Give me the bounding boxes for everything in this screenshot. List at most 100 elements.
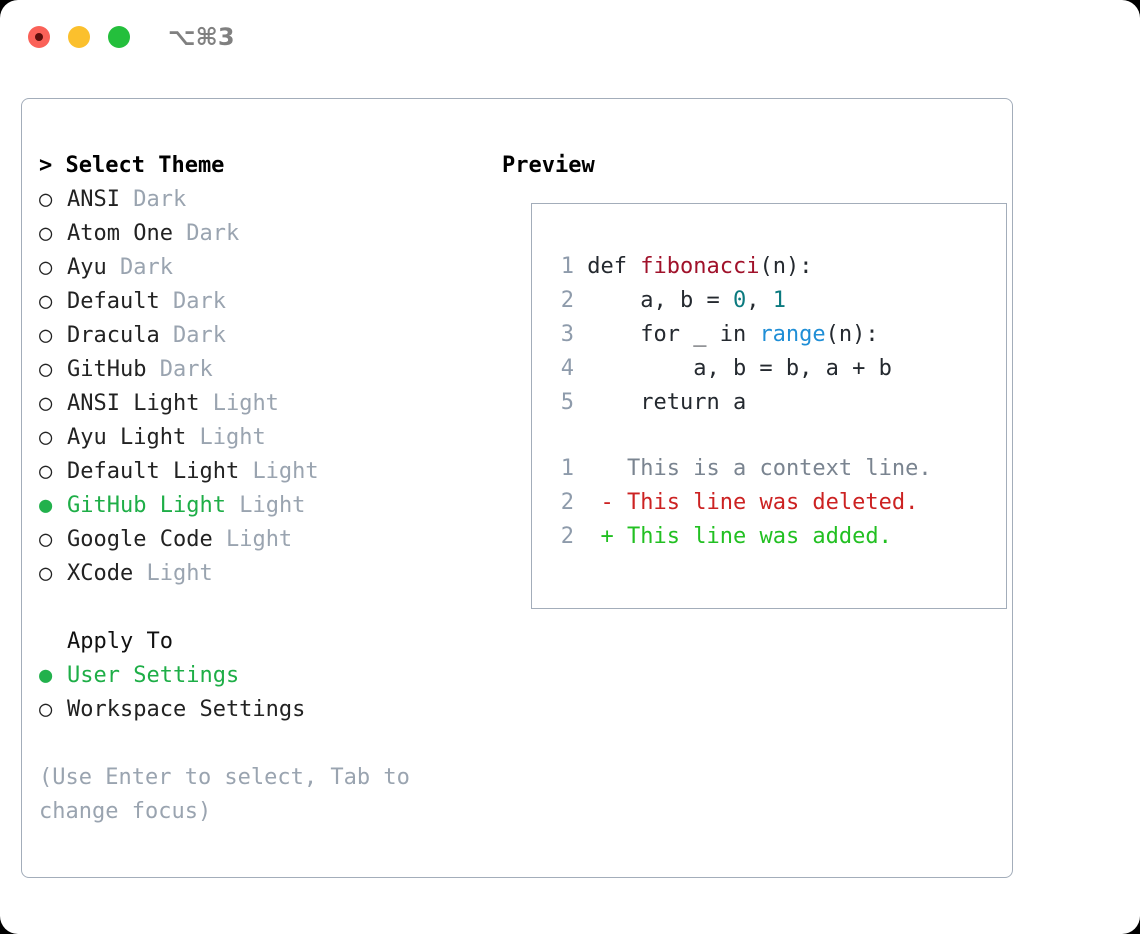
list-spacer [39,591,469,625]
diff-line-number: 2 [560,490,574,515]
spacer [146,353,159,387]
spacer [213,523,226,557]
preview-title: Preview [502,153,595,178]
theme-option[interactable]: ● GitHub Light Light [39,489,469,523]
spacer [199,387,212,421]
theme-option-category: Light [239,493,306,518]
radio-unselected-icon[interactable]: ○ [39,289,53,314]
code-line: 2 a, b = 0, 1 [552,284,892,318]
code-line-number: 3 [560,322,574,347]
theme-option[interactable]: ○ Ayu Dark [39,251,469,285]
theme-option-name: Ayu Light [67,425,187,450]
code-line-number: 2 [560,288,574,313]
radio-unselected-icon[interactable]: ○ [39,255,53,280]
apply-to-option-label: User Settings [67,663,240,688]
code-token: return a [587,390,747,415]
main-panel: > Select Theme ○ANSI Dark○Atom One Dark○… [21,98,1013,878]
code-token: , [746,288,773,313]
diff-line-number: 1 [560,456,574,481]
code-token: fibonacci [640,254,760,279]
title-bar: ⌥⌘3 [0,0,1140,78]
theme-option-category: Light [252,459,319,484]
code-line-number: 4 [560,356,574,381]
minimize-window-button[interactable] [68,26,90,48]
theme-option[interactable]: ○Default Dark [39,285,469,319]
keyboard-shortcut-label: ⌥⌘3 [168,23,235,51]
select-theme-title: > Select Theme [39,153,225,178]
theme-option-name: GitHub Light [67,493,226,518]
diff-marker: + [600,524,627,549]
theme-option-name: XCode [67,561,134,586]
diff-line: 1 This is a context line. [552,452,932,486]
radio-unselected-icon[interactable]: ○ [39,527,53,552]
code-token: 1 [772,288,786,313]
spacer [120,183,133,217]
spacer [574,322,587,347]
code-token: def [587,254,641,279]
maximize-window-button[interactable] [108,26,130,48]
radio-unselected-icon[interactable]: ○ [39,323,53,348]
keyboard-hint: (Use Enter to select, Tab to change focu… [39,765,410,824]
apply-to-option[interactable]: ○Workspace Settings [39,693,469,727]
radio-unselected-icon[interactable]: ○ [39,221,53,246]
theme-option-name: Ayu [67,255,107,280]
radio-unselected-icon[interactable]: ○ [39,459,53,484]
traffic-light-buttons [28,26,130,48]
theme-option-name: ANSI [67,187,120,212]
code-line-number: 5 [560,390,574,415]
spacer [574,490,601,515]
spacer [173,217,186,251]
theme-option-name: Google Code [67,527,213,552]
theme-option-name: Atom One [67,221,173,246]
theme-option-category: Light [212,391,279,416]
theme-option-category: Dark [172,323,226,348]
diff-text: This is a context line. [627,456,932,481]
code-line: 4 a, b = b, a + b [552,352,892,386]
theme-option-name: Default [67,289,160,314]
close-window-button[interactable] [28,26,50,48]
radio-unselected-icon[interactable]: ○ [39,357,53,382]
diff-line: 2 - This line was deleted. [552,486,932,520]
code-token: range [759,322,826,347]
radio-unselected-icon[interactable]: ○ [39,561,53,586]
code-token: for _ in [587,322,760,347]
spacer [239,455,252,489]
theme-option[interactable]: ○ Google Code Light [39,523,469,557]
theme-option[interactable]: ○XCode Light [39,557,469,591]
diff-text: This line was deleted. [627,490,919,515]
diff-sample: 1 This is a context line.2 - This line w… [552,452,932,554]
theme-option[interactable]: ○Dracula Dark [39,319,469,353]
theme-option-name: Default Light [67,459,240,484]
spacer [107,251,120,285]
spacer [574,356,587,381]
spacer [574,456,601,481]
theme-option-category: Dark [186,221,240,246]
theme-option[interactable]: ○GitHub Dark [39,353,469,387]
theme-option[interactable]: ○Ayu Light Light [39,421,469,455]
spacer [186,421,199,455]
theme-option-category: Dark [159,357,213,382]
apply-to-option[interactable]: ● User Settings [39,659,469,693]
code-token: 0 [732,288,747,313]
diff-marker [601,456,628,481]
spacer [160,285,173,319]
theme-option-category: Light [225,527,293,552]
preview-column: Preview 1 def fibonacci(n):2 a, b = 0, 1… [502,149,1007,609]
radio-selected-icon[interactable]: ● [39,663,53,688]
radio-unselected-icon[interactable]: ○ [39,697,53,722]
code-token: (n): [759,254,813,279]
radio-selected-icon[interactable]: ● [39,493,53,518]
spacer [574,254,587,279]
theme-list: ○ ANSI Dark ○ Atom One Dark ○ Ayu Dark ○ Defaul… [39,183,469,591]
theme-option[interactable]: ○ Default Light Light [39,455,469,489]
radio-unselected-icon[interactable]: ○ [39,425,53,450]
code-line: 1 def fibonacci(n): [552,250,892,284]
theme-option[interactable]: ○ANSI Light Light [39,387,469,421]
radio-unselected-icon[interactable]: ○ [39,391,53,416]
radio-unselected-icon[interactable]: ○ [39,187,53,212]
theme-option[interactable]: ○ Atom One Dark [39,217,469,251]
theme-option[interactable]: ○ANSI Dark [39,183,469,217]
theme-option-category: Dark [120,255,173,280]
